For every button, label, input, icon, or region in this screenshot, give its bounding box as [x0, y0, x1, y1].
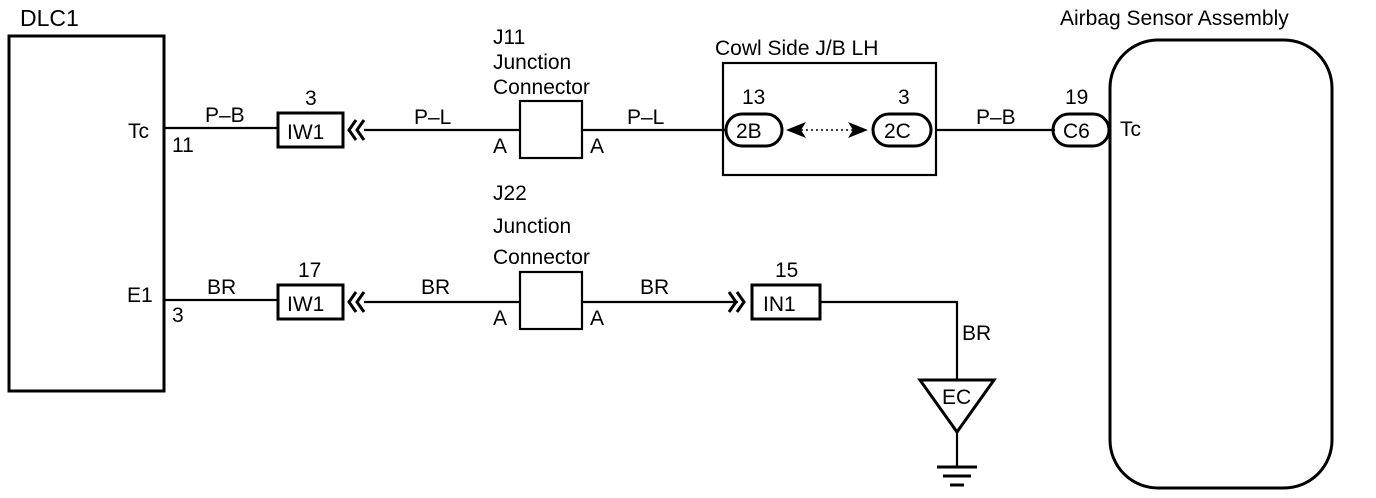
- iw1-top-label: IW1: [287, 121, 324, 144]
- dlc1-title: DLC1: [20, 5, 79, 31]
- wire-label-e1-iw1-j22: BR: [421, 276, 450, 299]
- wire-label-tc-cowl-airbag: P–B: [976, 106, 1016, 129]
- cowl-conn-2c-pin: 3: [898, 86, 910, 109]
- dlc1-pin-e1-number: 3: [172, 304, 184, 327]
- ground-ec-label: EC: [942, 386, 971, 409]
- j22-pin-left: A: [493, 307, 507, 330]
- iw1-bottom-label: IW1: [287, 293, 324, 316]
- iw1-top-pin: 3: [305, 87, 317, 110]
- wire-e1-in1-ground: [820, 300, 959, 380]
- j22-pin-right: A: [590, 307, 604, 330]
- dlc1-pin-tc-label: Tc: [128, 120, 149, 143]
- cowl-conn-2b: [724, 112, 784, 148]
- airbag-sensor-title: Airbag Sensor Assembly: [1060, 7, 1289, 30]
- iw1-top-connector: [276, 111, 345, 149]
- tc-circuit: P–B IW1 3 P–L J11 Junction Connector A A…: [164, 26, 1111, 177]
- iw1-bottom-chevron: [347, 291, 366, 313]
- in1-label: IN1: [763, 293, 796, 316]
- wire-label-e1-dlc-iw1: BR: [207, 276, 236, 299]
- cowl-conn-2b-pin: 13: [742, 86, 765, 109]
- airbag-sensor-assembly: Airbag Sensor Assembly Tc: [1060, 7, 1334, 490]
- in1-pin: 15: [775, 259, 798, 282]
- dlc1-component: DLC1 Tc 11 E1 3: [7, 5, 194, 393]
- cowl-title: Cowl Side J/B LH: [715, 37, 878, 60]
- j11-pin-left: A: [493, 135, 507, 158]
- j22-line2: Junction: [493, 215, 571, 238]
- j11-pin-right: A: [590, 135, 604, 158]
- airbag-conn-c6-label: C6: [1063, 120, 1090, 143]
- airbag-pin-label: Tc: [1120, 118, 1141, 141]
- iw1-top-chevron: [347, 119, 366, 141]
- airbag-conn-c6-pin: 19: [1065, 86, 1088, 109]
- wire-label-tc-dlc-iw1: P–B: [205, 104, 245, 127]
- cowl-conn-2c: [871, 112, 933, 148]
- j11-junction-connector: [518, 99, 584, 160]
- cowl-side-jb-lh: [721, 61, 938, 177]
- j11-line3: Connector: [493, 76, 590, 99]
- e1-circuit: BR IW1 17 BR J22 Junction Connector A A …: [164, 182, 997, 487]
- cowl-arrow-right: [848, 122, 868, 138]
- j11-id: J11: [493, 26, 525, 49]
- wire-label-e1-j22-in1: BR: [640, 276, 669, 299]
- cowl-arrow-left: [786, 122, 806, 138]
- j22-junction-connector: [518, 270, 584, 331]
- dlc1-body: [7, 34, 166, 393]
- j22-id: J22: [493, 182, 527, 205]
- wire-label-tc-j11-cowl: P–L: [627, 106, 664, 129]
- wire-label-tc-iw1-j11: P–L: [414, 106, 451, 129]
- dlc1-pin-tc-number: 11: [172, 134, 194, 157]
- cowl-conn-2c-label: 2C: [884, 120, 911, 143]
- dlc1-pin-e1-label: E1: [127, 284, 153, 307]
- j11-line2: Junction: [493, 51, 571, 74]
- iw1-bottom-connector: [276, 283, 345, 321]
- ground-ec-triangle: [917, 378, 997, 435]
- iw1-bottom-pin: 17: [298, 259, 321, 282]
- j22-line3: Connector: [493, 246, 590, 269]
- in1-chevron: [727, 291, 746, 313]
- airbag-sensor-body: [1108, 38, 1334, 490]
- cowl-conn-2b-label: 2B: [736, 120, 762, 143]
- in1-connector: [750, 283, 822, 321]
- wire-label-e1-in1-ground: BR: [962, 322, 991, 345]
